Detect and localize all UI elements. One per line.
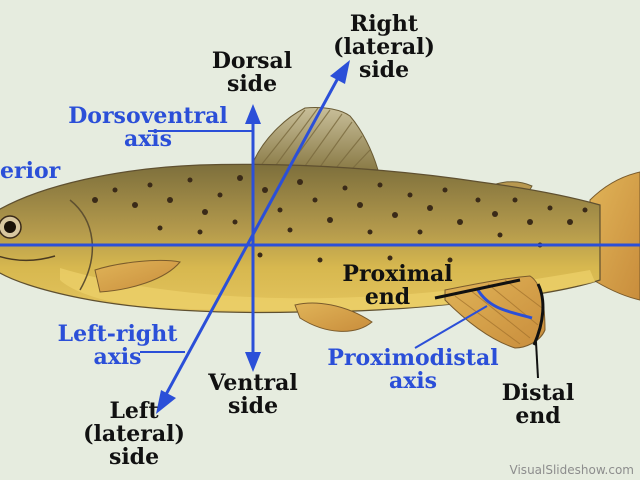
left-arrowhead [156, 390, 176, 414]
distal-end-marker [532, 283, 545, 346]
distal-end-leader [535, 341, 539, 379]
left-right-axis-label: Left-right axis [57, 321, 178, 370]
proximal-end-leader [434, 278, 521, 300]
caudal-fin [589, 171, 640, 301]
left-lateral-side-label: Left (lateral) side [83, 398, 185, 470]
anterior-label: erior [0, 158, 61, 184]
left-right-axis-line [161, 77, 340, 401]
proximodistal-axis-curve [476, 289, 533, 320]
watermark: VisualSlideshow.com [509, 463, 634, 477]
dorsoventral-axis-label: Dorsoventral axis [68, 103, 228, 152]
gill-cover [69, 199, 93, 291]
pectoral-fin [94, 259, 181, 293]
proximodistal-axis-label: Proximodistal axis [327, 345, 499, 394]
ventral-side-label: Ventral side [208, 370, 298, 419]
right-arrowhead [330, 60, 350, 84]
dorsal-fin-rays [261, 107, 371, 170]
proximodistal-leader [414, 305, 488, 349]
dorsal-side-label: Dorsal side [211, 48, 293, 97]
fish-spots [92, 175, 588, 263]
proximal-end-label: Proximal end [342, 261, 453, 310]
ventral-arrowhead [245, 352, 261, 372]
dorsal-arrowhead [245, 104, 261, 124]
right-lateral-side-label: Right (lateral) side [333, 11, 435, 83]
mouth [0, 255, 56, 262]
distal-end-label: Distal end [501, 380, 575, 429]
pelvic-fin [294, 302, 373, 332]
